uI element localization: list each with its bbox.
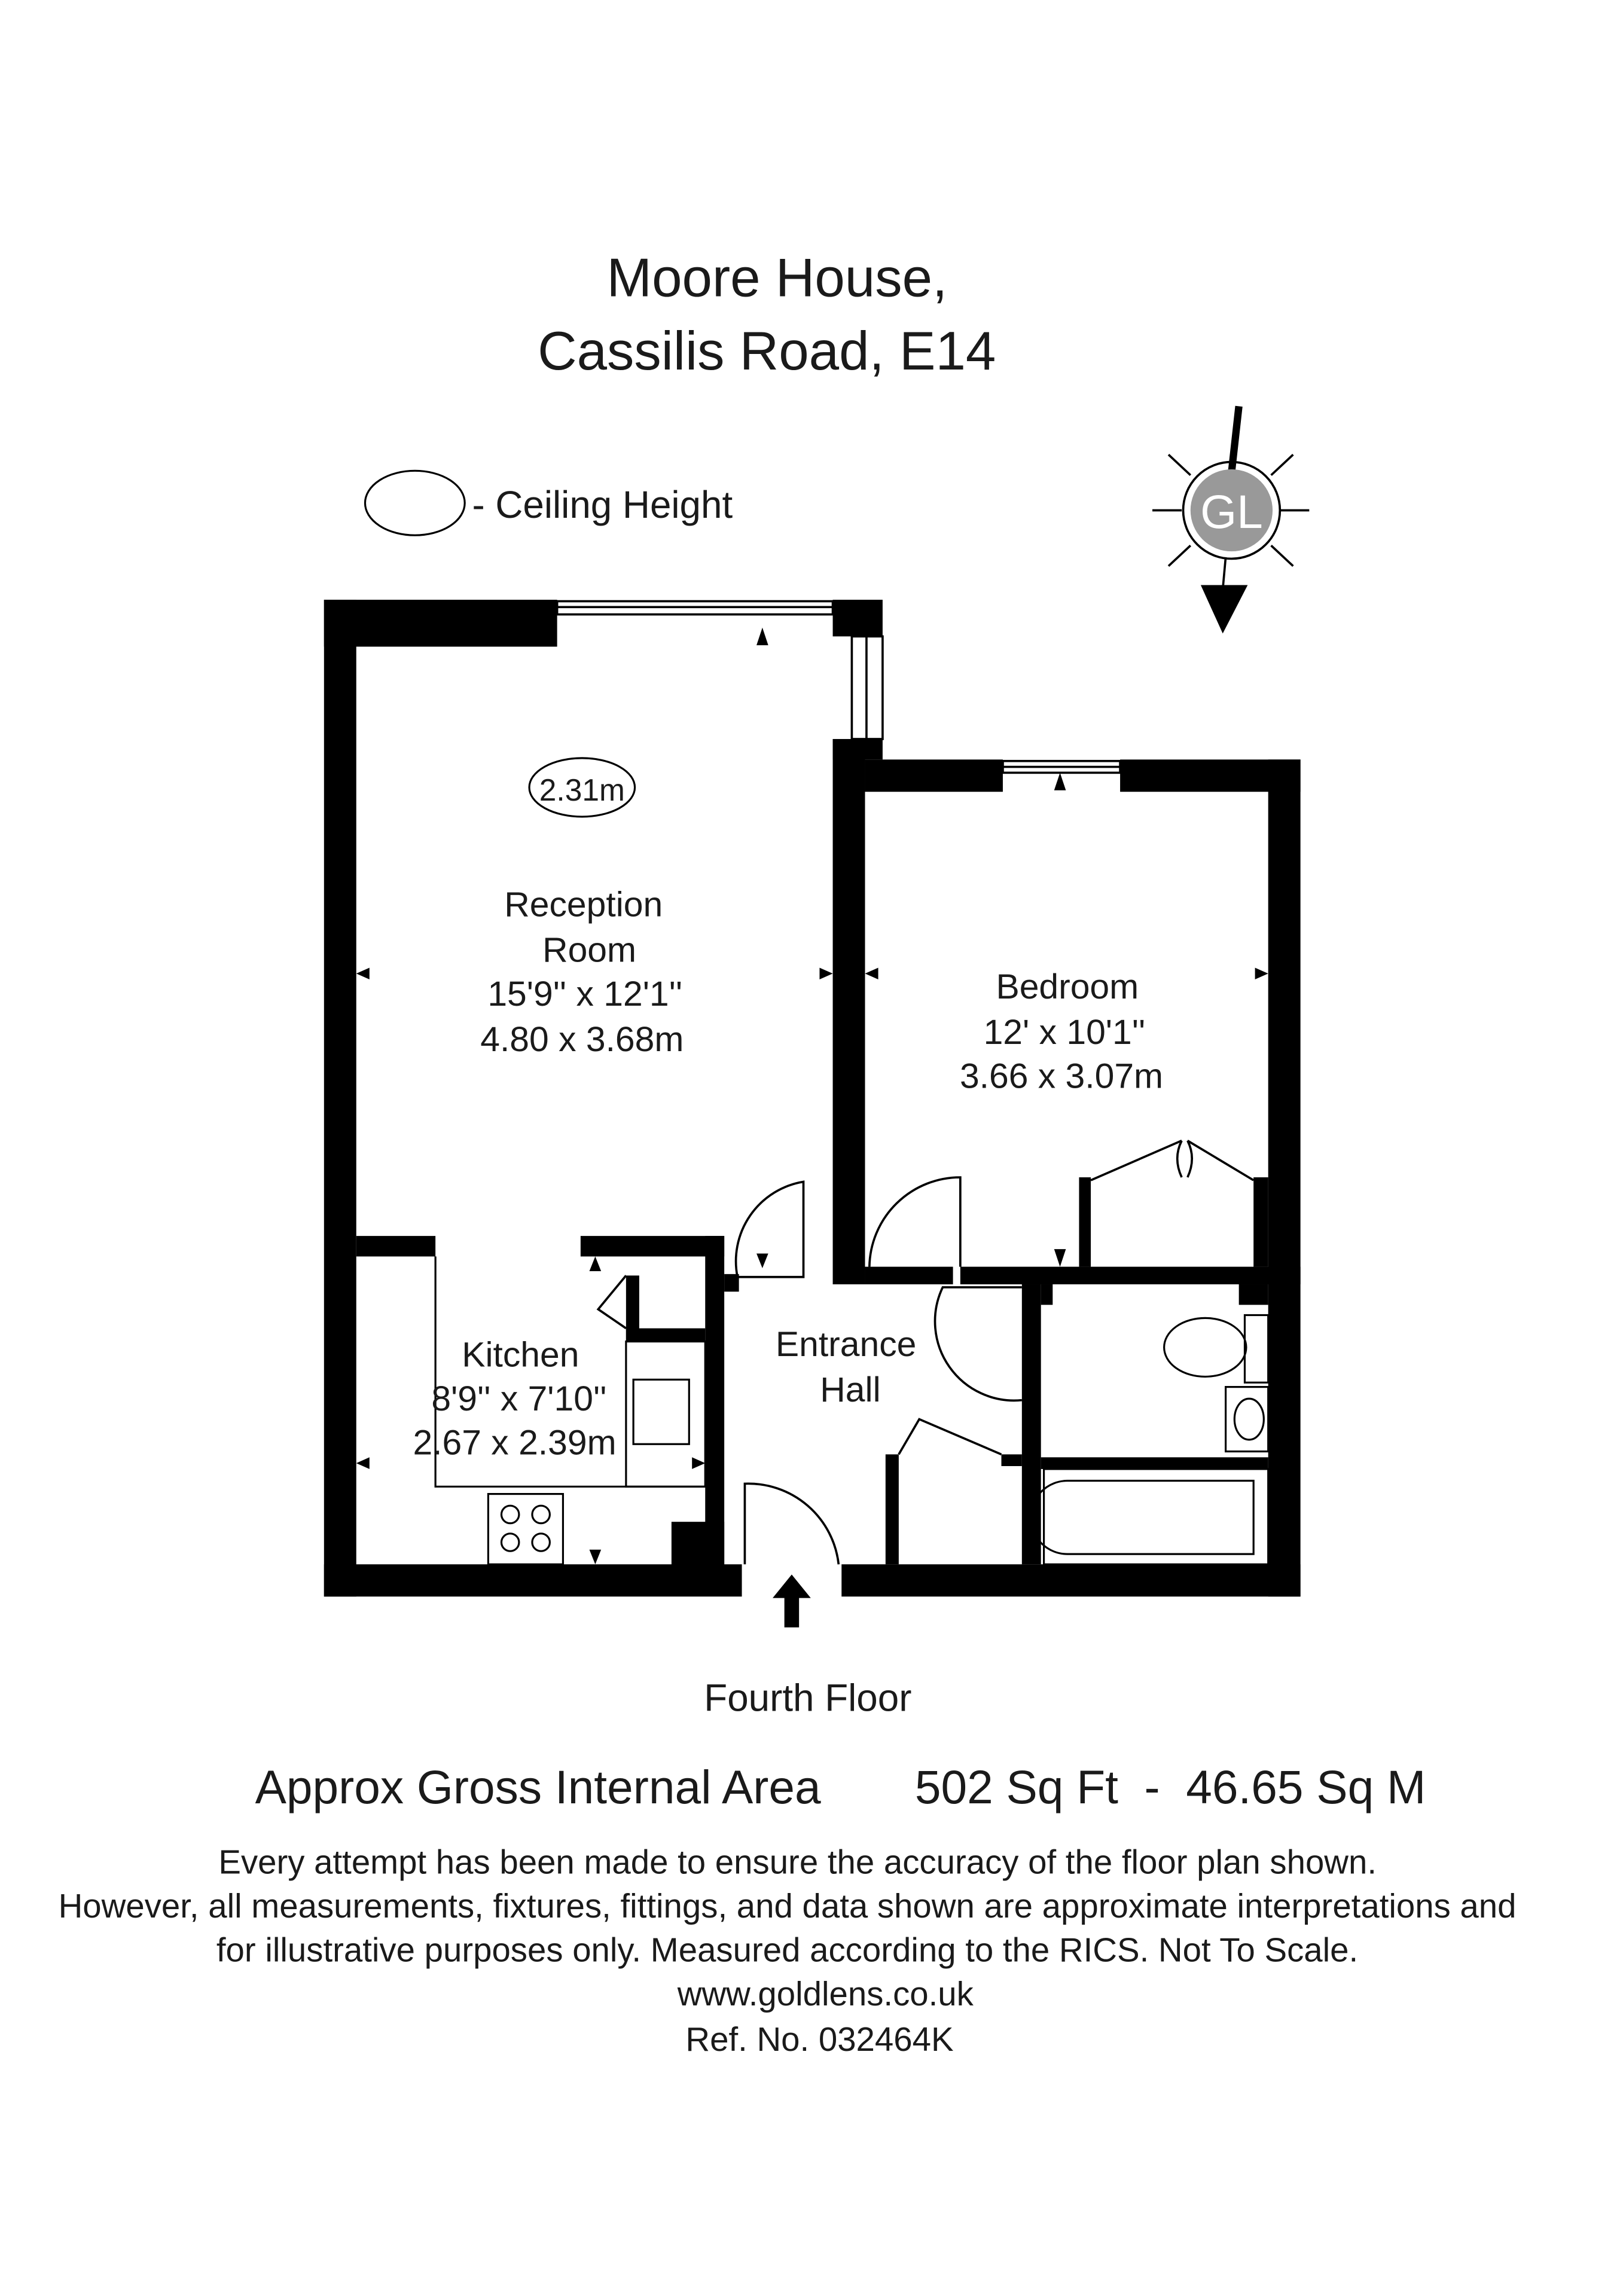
bedroom-size-imperial: 12' x 10'1'' [984, 1013, 1146, 1052]
floor-label: Fourth Floor [704, 1676, 911, 1719]
bathroom-fixtures [1029, 1314, 1270, 1565]
kitchen-size-imperial: 8'9'' x 7'10'' [431, 1379, 606, 1418]
washbasin-icon [1233, 1397, 1265, 1441]
ceiling-height-legend-label: - Ceiling Height [472, 483, 733, 526]
reference-number: Ref. No. 032464K [685, 2020, 953, 2058]
sink-icon [632, 1378, 690, 1445]
disclaimer-line-2: However, all measurements, fixtures, fit… [59, 1887, 1517, 1925]
reception-ceiling-height-badge [528, 757, 636, 818]
entrance-hall-name-line-1: Entrance [776, 1325, 916, 1364]
toilet-icon [1163, 1317, 1247, 1378]
reception-ceiling-height: 2.31m [539, 773, 625, 807]
hob-icon [487, 1493, 565, 1565]
entrance-hall-name-line-2: Hall [820, 1370, 880, 1409]
ceiling-height-legend-symbol [364, 469, 466, 536]
kitchen-size-metric: 2.67 x 2.39m [413, 1423, 616, 1462]
area-value: 502 Sq Ft - 46.65 Sq M [915, 1761, 1426, 1813]
bath-icon [1042, 1468, 1270, 1565]
title-line-2: Cassilis Road, E14 [538, 321, 996, 381]
doors [596, 1140, 1255, 1565]
area-label: Approx Gross Internal Area [255, 1761, 821, 1813]
disclaimer-line-3: for illustrative purposes only. Measured… [216, 1931, 1358, 1969]
reception-size-metric: 4.80 x 3.68m [480, 1020, 684, 1059]
bedroom-name: Bedroom [996, 967, 1139, 1006]
walls [324, 600, 1301, 1597]
reception-name-line-2: Room [542, 931, 636, 970]
bedroom-size-metric: 3.66 x 3.07m [960, 1057, 1163, 1095]
reception-size-imperial: 15'9'' x 12'1'' [487, 975, 682, 1013]
entrance-arrow-icon [773, 1574, 811, 1628]
disclaimer-line-1: Every attempt has been made to ensure th… [218, 1843, 1377, 1881]
compass-icon: GL [1152, 405, 1310, 634]
windows [556, 600, 1121, 774]
reception-name-line-1: Reception [504, 886, 663, 924]
compass-logo-text: GL [1200, 486, 1263, 538]
kitchen-fixtures [434, 1256, 706, 1565]
title-line-1: Moore House, [607, 248, 948, 309]
kitchen-name: Kitchen [462, 1335, 579, 1374]
dimension-markers [356, 627, 1268, 1565]
website-link[interactable]: www.goldlens.co.uk [677, 1975, 974, 2013]
